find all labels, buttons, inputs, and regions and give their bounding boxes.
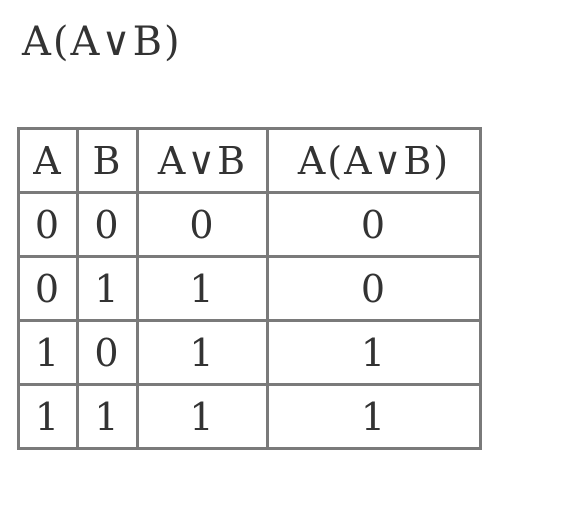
cell-a-or-b: 1 bbox=[139, 258, 266, 319]
expression-title: A(A∨B) bbox=[22, 19, 182, 65]
cell-a-and-a-or-b: 1 bbox=[269, 386, 479, 447]
cell-b: 1 bbox=[79, 258, 136, 319]
cell-b: 1 bbox=[79, 386, 136, 447]
truth-table: A B A∨B A(A∨B) 0 0 0 0 0 1 1 0 1 0 1 1 1… bbox=[17, 127, 482, 450]
table-row: 0 0 0 0 bbox=[20, 194, 479, 255]
cell-b: 0 bbox=[79, 194, 136, 255]
header-a-and-a-or-b: A(A∨B) bbox=[269, 130, 479, 191]
cell-a-and-a-or-b: 1 bbox=[269, 322, 479, 383]
cell-a-and-a-or-b: 0 bbox=[269, 258, 479, 319]
table-row: 1 0 1 1 bbox=[20, 322, 479, 383]
table-header-row: A B A∨B A(A∨B) bbox=[20, 130, 479, 191]
cell-a-or-b: 1 bbox=[139, 386, 266, 447]
cell-a: 1 bbox=[20, 386, 76, 447]
cell-a: 0 bbox=[20, 194, 76, 255]
cell-a-or-b: 0 bbox=[139, 194, 266, 255]
cell-a-and-a-or-b: 0 bbox=[269, 194, 479, 255]
table-row: 1 1 1 1 bbox=[20, 386, 479, 447]
header-b: B bbox=[79, 130, 136, 191]
header-a-or-b: A∨B bbox=[139, 130, 266, 191]
cell-a: 0 bbox=[20, 258, 76, 319]
table-row: 0 1 1 0 bbox=[20, 258, 479, 319]
cell-b: 0 bbox=[79, 322, 136, 383]
cell-a-or-b: 1 bbox=[139, 322, 266, 383]
header-a: A bbox=[20, 130, 76, 191]
cell-a: 1 bbox=[20, 322, 76, 383]
